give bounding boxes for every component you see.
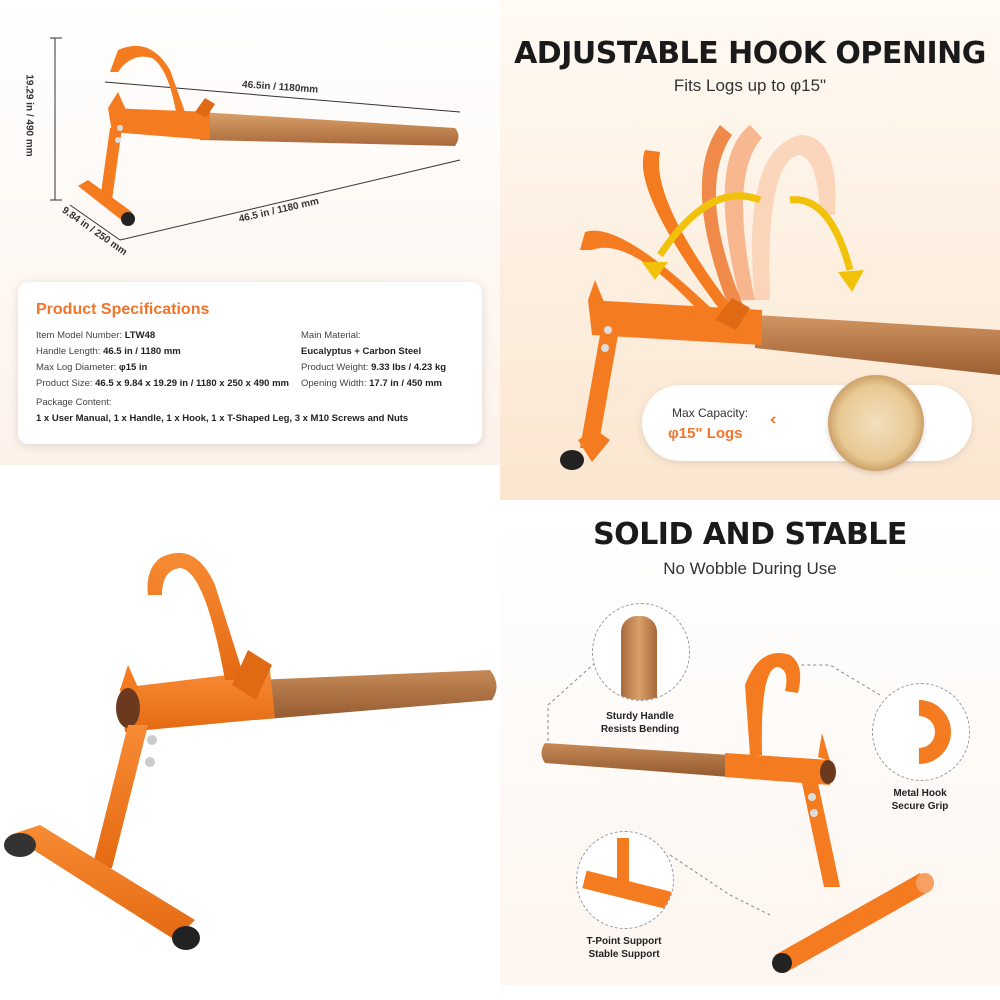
spec-left-column: Item Model Number: LTW48 Handle Length: … bbox=[36, 328, 289, 392]
log-tool-photo bbox=[4, 552, 497, 950]
stable-panel-subtitle: No Wobble During Use bbox=[663, 559, 837, 578]
stability-illustration bbox=[541, 653, 934, 973]
package-content-value: 1 x User Manual, 1 x Handle, 1 x Hook, 1… bbox=[36, 413, 409, 424]
hook-opening-panel: ADJUSTABLE HOOK OPENING Fits Logs up to … bbox=[500, 0, 1000, 500]
tool-dimension-drawing bbox=[50, 37, 461, 241]
max-capacity-badge: Max Capacity: φ15" Logs ‹‹‹‹ bbox=[642, 375, 972, 471]
spec-card: Product Specifications Item Model Number… bbox=[18, 282, 482, 444]
stability-panel: SOLID AND STABLE No Wobble During Use St… bbox=[500, 515, 1000, 985]
hook-panel-subtitle: Fits Logs up to φ15" bbox=[673, 76, 827, 95]
specs-panel: 19.29 in / 490 mm 46.5in / 1180mm 46.5 i… bbox=[0, 0, 500, 465]
spec-row: Item Model Number: LTW48 bbox=[36, 330, 156, 341]
spec-row: Max Log Diameter: φ15 in bbox=[36, 362, 148, 373]
spec-row: Eucalyptus + Carbon Steel bbox=[301, 346, 422, 357]
handle-callout-image bbox=[592, 603, 690, 701]
spec-row: Product Size: 46.5 x 9.84 x 19.29 in / 1… bbox=[36, 378, 289, 389]
spec-row: Product Weight: 9.33 lbs / 4.23 kg bbox=[301, 362, 447, 373]
chevron-left-icon: ‹‹‹‹ bbox=[770, 411, 778, 428]
foot-callout-image bbox=[576, 831, 674, 929]
hook-illustration bbox=[560, 125, 1000, 470]
spec-row: Handle Length: 46.5 in / 1180 mm bbox=[36, 346, 181, 357]
hook-panel-title: ADJUSTABLE HOOK OPENING bbox=[514, 36, 986, 71]
spec-row: Main Material: bbox=[301, 330, 361, 341]
spec-right-column: Main Material: Eucalyptus + Carbon Steel… bbox=[301, 328, 446, 392]
log-cross-section-icon bbox=[828, 375, 924, 471]
stable-panel-title: SOLID AND STABLE bbox=[593, 517, 907, 552]
spec-title: Product Specifications bbox=[36, 301, 210, 318]
hook-callout-image bbox=[872, 683, 970, 781]
spec-row: Opening Width: 17.7 in / 450 mm bbox=[301, 378, 442, 389]
capacity-value: φ15" Logs bbox=[668, 425, 743, 442]
package-content-label: Package Content: bbox=[36, 397, 112, 408]
capacity-label: Max Capacity: bbox=[672, 406, 749, 420]
product-photo-panel bbox=[0, 500, 500, 1000]
height-dimension-label: 19.29 in / 490 mm bbox=[23, 74, 35, 157]
